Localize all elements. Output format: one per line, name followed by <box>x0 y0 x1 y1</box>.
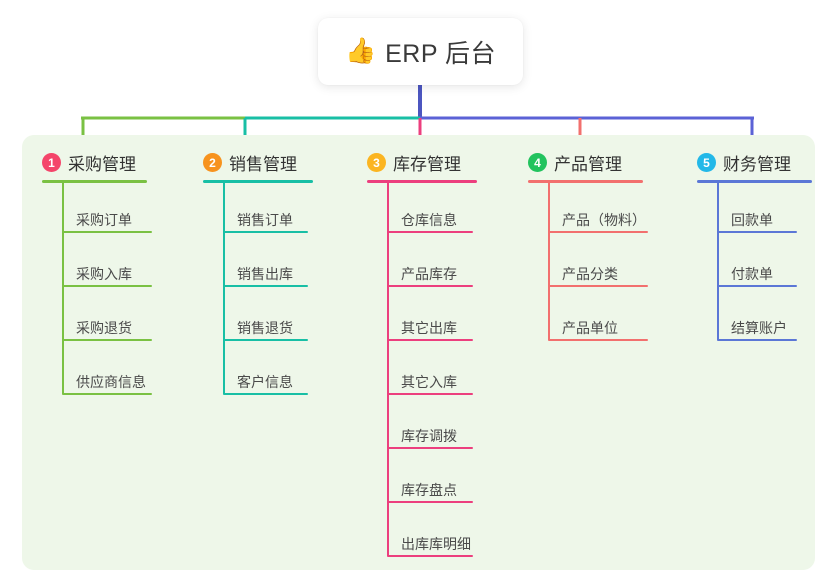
branches-panel <box>22 135 815 570</box>
branch-title: 销售管理 <box>229 155 297 174</box>
branch-item-rule <box>387 231 473 233</box>
branch-item-rule <box>548 231 648 233</box>
branch-header-5[interactable]: 5 财务管理 <box>697 150 791 175</box>
branch-header-rule <box>367 180 477 183</box>
branch-item-rule <box>62 231 152 233</box>
branch-header-rule <box>42 180 147 183</box>
branch-number-badge: 4 <box>528 153 547 172</box>
branch-item-label: 供应商信息 <box>76 374 146 390</box>
branch-item-label: 销售退货 <box>237 320 293 336</box>
branch-item-label: 客户信息 <box>237 374 293 390</box>
branch-item-rule <box>223 231 308 233</box>
branch-item-rule <box>387 447 473 449</box>
branch-item-label: 产品（物料） <box>562 212 646 228</box>
branch-item-label: 采购订单 <box>76 212 132 228</box>
branch-item-rule <box>223 339 308 341</box>
branch-item-rule <box>223 285 308 287</box>
branch-item-rule <box>223 393 308 395</box>
branch-spine <box>548 183 550 340</box>
branch-header-1[interactable]: 1 采购管理 <box>42 150 136 175</box>
branch-item-label: 采购入库 <box>76 266 132 282</box>
branch-item-label: 其它出库 <box>401 320 457 336</box>
branch-item-label: 销售订单 <box>237 212 293 228</box>
branch-number-badge: 1 <box>42 153 61 172</box>
branch-item-label: 其它入库 <box>401 374 457 390</box>
branch-item-label: 付款单 <box>731 266 773 282</box>
branch-item-rule <box>387 339 473 341</box>
branch-header-2[interactable]: 2 销售管理 <box>203 150 297 175</box>
branch-item-rule <box>387 555 473 557</box>
branch-item-label: 产品分类 <box>562 266 618 282</box>
branch-item-label: 结算账户 <box>731 320 787 336</box>
branch-item-label: 回款单 <box>731 212 773 228</box>
branch-item-rule <box>548 285 648 287</box>
branch-item-label: 销售出库 <box>237 266 293 282</box>
branch-item-rule <box>387 501 473 503</box>
branch-header-rule <box>203 180 313 183</box>
branch-item-label: 产品库存 <box>401 266 457 282</box>
branch-title: 产品管理 <box>554 155 622 174</box>
branch-item-label: 产品单位 <box>562 320 618 336</box>
branch-spine <box>387 183 389 556</box>
branch-title: 库存管理 <box>393 155 461 174</box>
branch-item-rule <box>717 231 797 233</box>
branch-header-rule <box>528 180 643 183</box>
branch-item-rule <box>62 285 152 287</box>
root-node-title: ERP 后台 <box>385 39 497 68</box>
branch-title: 财务管理 <box>723 155 791 174</box>
branch-item-label: 仓库信息 <box>401 212 457 228</box>
branch-item-label: 库存调拨 <box>401 428 457 444</box>
branch-number-badge: 5 <box>697 153 716 172</box>
branch-item-rule <box>387 393 473 395</box>
branch-spine <box>223 183 225 394</box>
branch-spine <box>62 183 64 394</box>
branch-item-rule <box>62 339 152 341</box>
branch-item-rule <box>548 339 648 341</box>
branch-item-label: 采购退货 <box>76 320 132 336</box>
branch-item-label: 库存盘点 <box>401 482 457 498</box>
root-node-card[interactable]: 👍 ERP 后台 <box>318 18 523 85</box>
branch-item-rule <box>717 339 797 341</box>
branch-title: 采购管理 <box>68 155 136 174</box>
branch-item-label: 出库库明细 <box>401 536 471 552</box>
branch-header-3[interactable]: 3 库存管理 <box>367 150 461 175</box>
branch-item-rule <box>62 393 152 395</box>
branch-spine <box>717 183 719 340</box>
branch-header-4[interactable]: 4 产品管理 <box>528 150 622 175</box>
branch-number-badge: 2 <box>203 153 222 172</box>
branch-header-rule <box>697 180 812 183</box>
thumbs-up-icon: 👍 <box>344 37 377 65</box>
branch-number-badge: 3 <box>367 153 386 172</box>
branch-item-rule <box>387 285 473 287</box>
branch-item-rule <box>717 285 797 287</box>
